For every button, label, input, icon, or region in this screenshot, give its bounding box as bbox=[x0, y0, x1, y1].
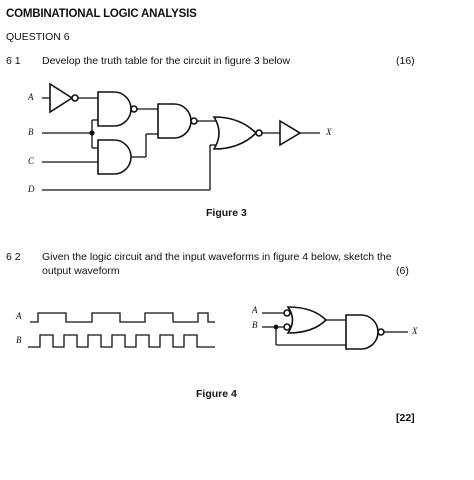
q61-marks: (16) bbox=[396, 55, 415, 67]
nand-gate-1 bbox=[97, 91, 132, 127]
q61-text: Develop the truth table for the circuit … bbox=[42, 55, 291, 67]
nand-gate-fig4 bbox=[345, 314, 379, 350]
fig3-input-d-label: D bbox=[28, 184, 35, 194]
buffer-gate bbox=[279, 119, 302, 147]
q61-number: 6 1 bbox=[6, 55, 21, 67]
q62-marks: (6) bbox=[396, 265, 409, 277]
figure-3-label: Figure 3 bbox=[206, 207, 247, 219]
fig3-input-a-label: A bbox=[28, 92, 34, 102]
fig3-input-c-label: C bbox=[28, 156, 35, 166]
nand-gate-3 bbox=[157, 103, 192, 139]
q62-text-line1: Given the logic circuit and the input wa… bbox=[42, 251, 392, 263]
wave-a-label: A bbox=[16, 311, 22, 321]
wave-b-label: B bbox=[16, 335, 22, 345]
fig4-input-a-label: A bbox=[252, 305, 258, 315]
total-marks: [22] bbox=[396, 412, 415, 424]
or-gate-fig4 bbox=[286, 306, 328, 334]
fig3-output-label: X bbox=[326, 127, 332, 137]
and-gate-2 bbox=[97, 139, 132, 175]
waveform-b bbox=[28, 334, 215, 348]
page-title: COMBINATIONAL LOGIC ANALYSIS bbox=[6, 8, 197, 20]
fig3-input-b-label: B bbox=[28, 127, 34, 137]
figure-4-label: Figure 4 bbox=[196, 388, 237, 400]
waveform-a bbox=[30, 312, 215, 323]
not-gate-a bbox=[49, 82, 74, 114]
q62-text-line2: output waveform bbox=[42, 265, 120, 277]
question-heading: QUESTION 6 bbox=[6, 31, 70, 43]
q62-number: 6 2 bbox=[6, 251, 21, 263]
fig4-input-b-label: B bbox=[252, 320, 258, 330]
or-gate-4 bbox=[212, 116, 258, 150]
fig4-output-label: X bbox=[412, 326, 418, 336]
